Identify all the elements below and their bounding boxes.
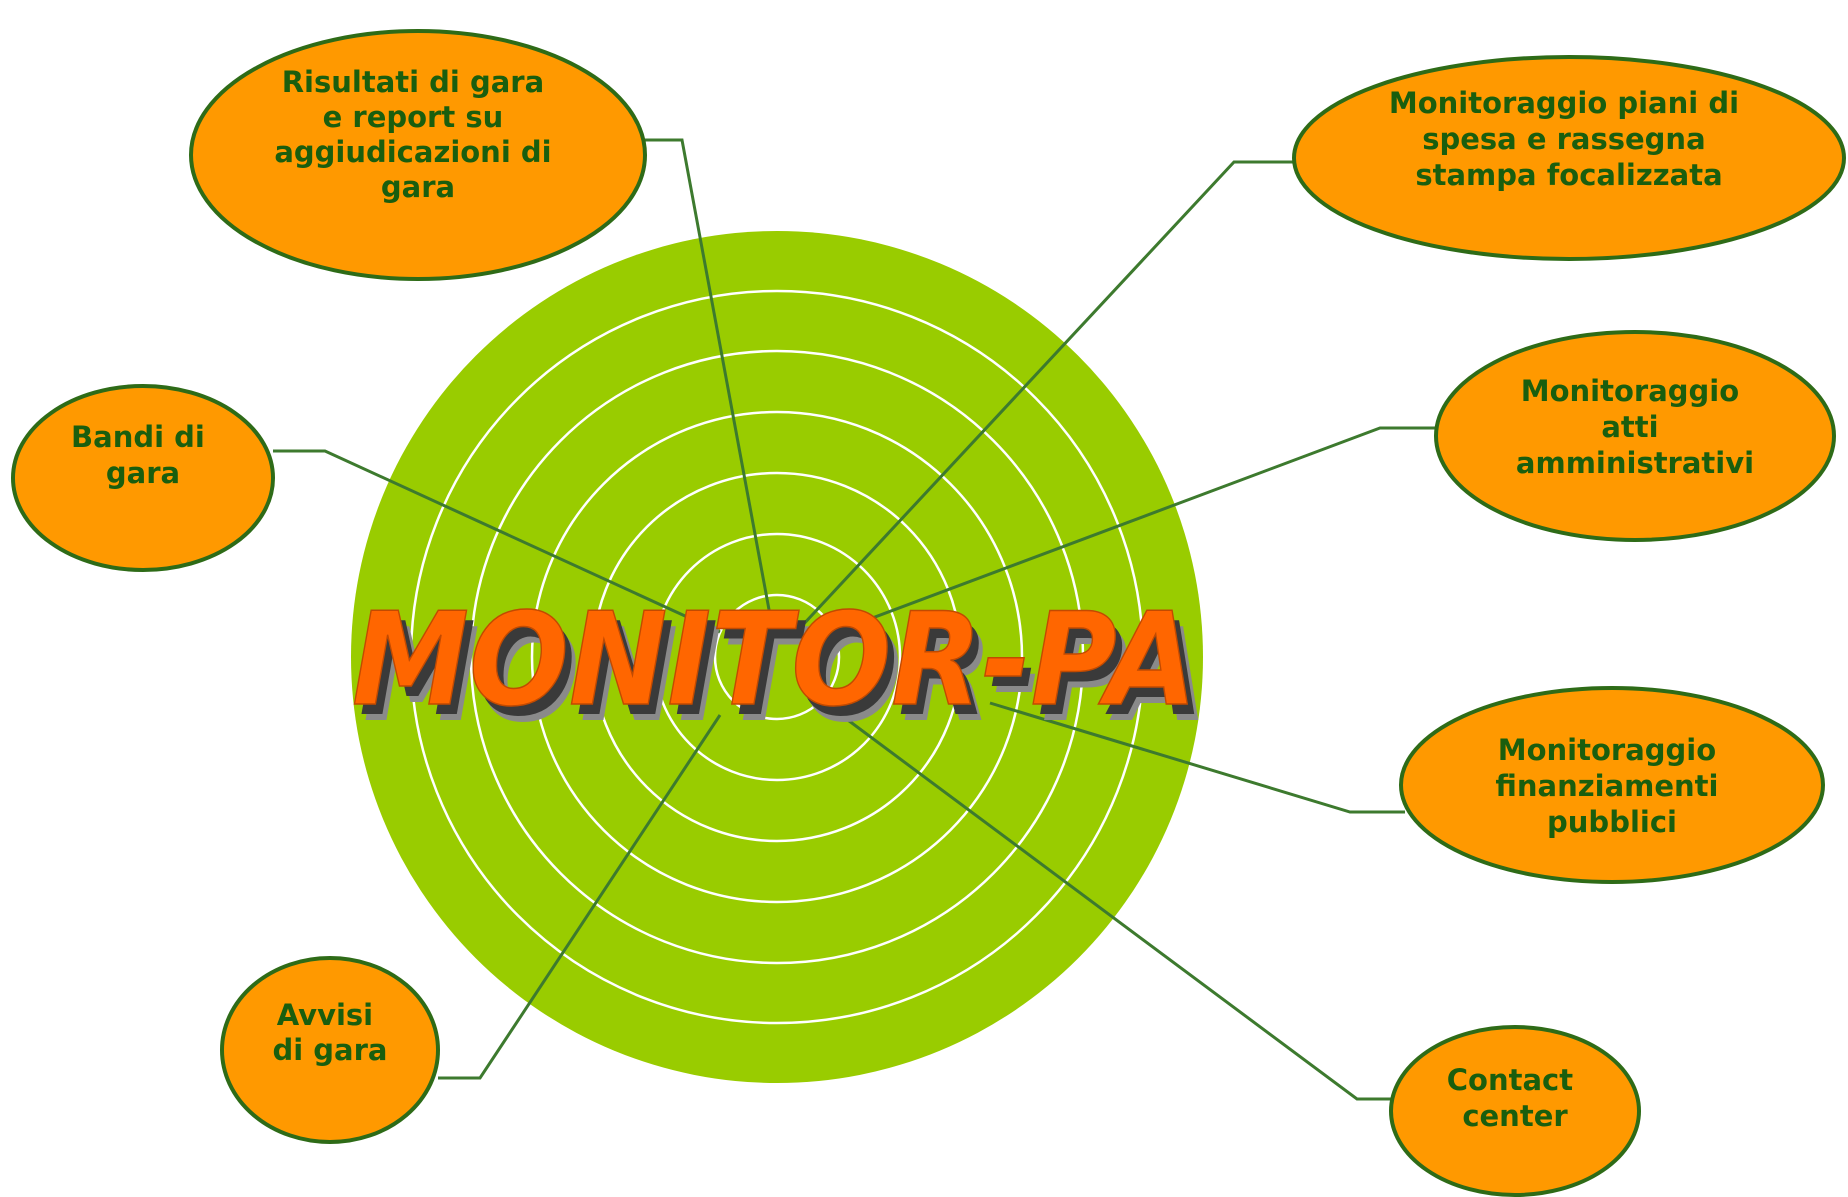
node-risultati-bubble	[189, 29, 647, 281]
node-atti-label: Monitoraggio atti amministrativi	[1516, 374, 1754, 480]
node-atti-line-1: Monitoraggio	[1521, 374, 1739, 408]
node-bandi-line-1: Bandi di	[71, 420, 205, 454]
node-bandi-label: Bandi di gara	[71, 420, 215, 490]
title-shadow-1: MONITOR-PA	[359, 596, 1204, 745]
ring-1	[713, 593, 841, 721]
node-contact-line-2: center	[1462, 1099, 1568, 1133]
ring-6	[409, 289, 1145, 1025]
node-bandi-line-2: gara	[106, 456, 180, 490]
node-risultati: Risultati di gara e report su aggiudicaz…	[189, 29, 647, 281]
connector-risultati	[645, 138, 772, 616]
node-avvisi-line-1: Avvisi	[277, 998, 373, 1032]
node-avvisi: Avvisi di gara	[220, 956, 440, 1144]
connector-bandi	[273, 449, 721, 634]
ring-3	[591, 471, 963, 843]
node-atti-bubble	[1434, 330, 1836, 542]
node-risultati-line-1: Risultati di gara	[282, 65, 544, 99]
node-contact-bubble	[1389, 1025, 1641, 1197]
node-finanziamenti-line-2: finanziamenti	[1495, 769, 1718, 803]
node-piani-line-2: spesa e rassegna	[1422, 122, 1705, 156]
monitor-pa-title: MONITOR-PA MONITOR-PA MONITOR-PA	[351, 585, 1208, 751]
node-atti: Monitoraggio atti amministrativi	[1434, 330, 1836, 542]
connector-contact	[824, 701, 1391, 1101]
title-shadow-2: MONITOR-PA	[363, 602, 1208, 751]
node-risultati-label: Risultati di gara e report su aggiudicaz…	[274, 65, 561, 204]
disc-background	[351, 231, 1203, 1083]
connectors	[273, 138, 1440, 1101]
node-piani-line-1: Monitoraggio piani di	[1389, 86, 1739, 120]
node-finanziamenti-label: Monitoraggio finanziamenti pubblici	[1495, 733, 1728, 839]
node-risultati-line-2: e report su	[323, 100, 504, 134]
node-bandi: Bandi di gara	[11, 384, 275, 572]
node-contact-label: Contact center	[1447, 1063, 1583, 1133]
node-finanziamenti: Monitoraggio finanziamenti pubblici	[1399, 686, 1825, 884]
node-avvisi-line-2: di gara	[273, 1033, 388, 1067]
title-face: MONITOR-PA	[352, 586, 1197, 735]
target-disc	[351, 231, 1203, 1083]
ring-4	[530, 410, 1024, 904]
node-avvisi-label: Avvisi di gara	[273, 998, 388, 1067]
ring-2	[652, 532, 902, 782]
node-piani-label: Monitoraggio piani di spesa e rassegna s…	[1389, 86, 1749, 192]
node-avvisi-bubble	[220, 956, 440, 1144]
connector-piani	[798, 160, 1294, 630]
node-finanziamenti-line-3: pubblici	[1547, 805, 1677, 839]
node-atti-line-3: amministrativi	[1516, 446, 1754, 480]
node-contact: Contact center	[1389, 1025, 1641, 1197]
connector-atti	[834, 426, 1440, 634]
node-finanziamenti-line-1: Monitoraggio	[1498, 733, 1716, 767]
connector-finanziamenti	[989, 701, 1405, 814]
concentric-rings	[409, 289, 1145, 1025]
node-risultati-line-4: gara	[381, 170, 455, 204]
node-piani: Monitoraggio piani di spesa e rassegna s…	[1292, 55, 1846, 261]
node-finanziamenti-bubble	[1399, 686, 1825, 884]
node-risultati-line-3: aggiudicazioni di	[274, 135, 551, 169]
node-bandi-bubble	[11, 384, 275, 572]
ring-5	[469, 349, 1085, 965]
connector-avvisi	[438, 714, 722, 1080]
node-atti-line-2: atti	[1601, 410, 1658, 444]
node-piani-bubble	[1292, 55, 1846, 261]
node-contact-line-1: Contact	[1447, 1063, 1573, 1097]
node-piani-line-3: stampa focalizzata	[1415, 158, 1722, 192]
